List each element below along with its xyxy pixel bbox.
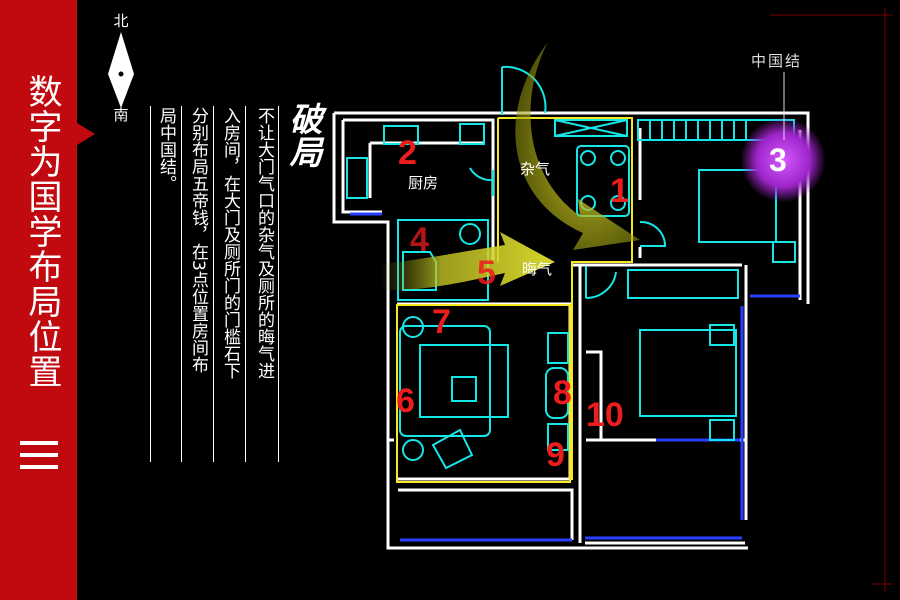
column-rule [181,106,182,462]
column-rule [150,106,151,462]
compass: 北 南 [104,8,138,128]
marker-5: 5 [477,254,496,292]
marker-7: 7 [432,303,451,341]
marker-9: 9 [546,436,565,474]
frame-lines [770,8,893,592]
compass-needle-icon [108,32,134,108]
sidebar: 数字为国学布局位置 [0,0,77,600]
description-col-2: 入房间，在大门及厕所门的门槛石下 [220,107,240,379]
description-col-1: 不让大门气口的杂气及厕所的晦气进 [254,107,274,379]
marker-4: 4 [410,221,429,259]
sidebar-pointer [77,123,95,145]
compass-north-label: 北 [113,12,129,30]
marker-1: 1 [610,172,629,210]
zone-outlines [396,117,633,483]
heading: 破局 [284,102,323,168]
room-label-kitchen: 厨房 [408,174,439,192]
column-rule [213,106,214,462]
marker-2: 2 [398,134,417,172]
description-col-4: 局中国结。 [156,107,176,192]
walls [332,111,810,550]
marker-8: 8 [553,374,572,412]
sidebar-title: 数字为国学布局位置 [22,74,62,389]
knot-highlight [741,118,825,202]
column-rule [278,106,279,462]
room-label-bad-air: 晦气 [522,260,553,278]
qi-flow-arrow [515,42,640,250]
column-rule [245,106,246,462]
description-col-3: 分别布局五帝钱，在3点位置房间布 [188,107,208,373]
menu-lines-icon [20,441,58,469]
knot-marker: 3 [769,142,787,178]
room-label-storage: 杂气 [520,160,551,178]
compass-south-label: 南 [113,106,129,124]
knot-label: 中国结 [751,52,803,70]
marker-10: 10 [586,396,624,434]
bad-air-flow-arrow [380,232,555,291]
marker-6: 6 [396,382,415,420]
